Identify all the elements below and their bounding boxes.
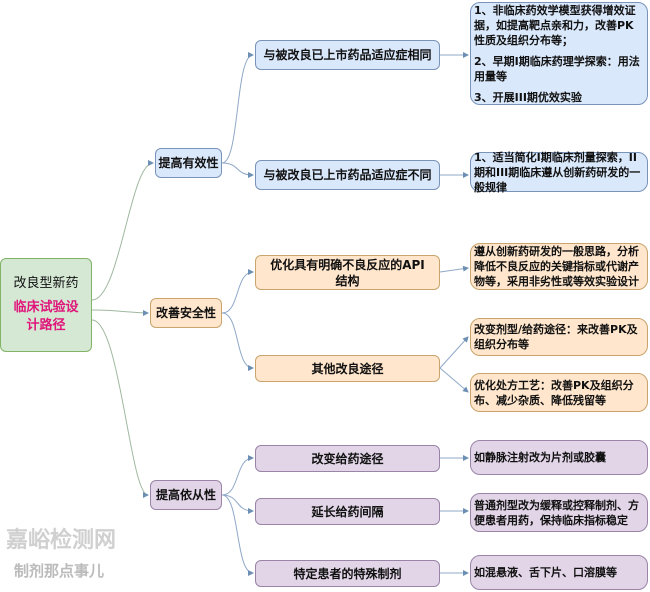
detail-text: 优化处方工艺：改善PK及组织分布、减少杂质、降低残留等: [474, 378, 634, 407]
detail-optimize-api: 遵从创新药研发的一般思路，分析降低不良反应的关键指标或代谢产物等，采用非劣性或等…: [470, 243, 648, 290]
watermark-account: 制剂那点事儿: [14, 562, 105, 580]
branch-safety: 改善安全性: [150, 298, 222, 328]
root-title: 改良型新药: [13, 276, 79, 291]
detail-text: 如静脉注射改为片剂或胶囊: [474, 451, 606, 464]
detail-text: 普通剂型改为缓释或控释制剂、方便患者用药，保持临床指标稳定: [474, 498, 639, 527]
node-different-indication: 与被改良已上市药品适应症不同: [255, 160, 440, 190]
branch-compliance: 提高依从性: [150, 480, 222, 510]
watermark-site: 嘉峪检测网: [6, 528, 117, 553]
detail-same-indication: 1、非临床药效学模型获得增效证据，如提高靶点亲和力，改善PK性质及组织分布等； …: [470, 2, 648, 105]
detail-text: 改变剂型/给药途径：来改善PK及组织分布等: [474, 323, 638, 351]
root-subtitle: 临床试验设计路径: [13, 300, 79, 333]
detail-change-route: 如静脉注射改为片剂或胶囊: [470, 440, 648, 475]
detail-text: 1、适当简化I期临床剂量探索，II期和III期临床遵从创新药研发的一般规律: [474, 150, 641, 194]
node-change-route: 改变给药途径: [255, 445, 440, 472]
node-optimize-api: 优化具有明确不良反应的API结构: [255, 255, 440, 290]
detail-different-indication: 1、适当简化I期临床剂量探索，II期和III期临床遵从创新药研发的一般规律: [470, 150, 648, 194]
detail-optimize-process: 优化处方工艺：改善PK及组织分布、减少杂质、降低残留等: [470, 373, 648, 412]
detail-text: 遵从创新药研发的一般思路，分析降低不良反应的关键指标或代谢产物等，采用非劣性或等…: [474, 245, 639, 288]
detail-extend-interval: 普通剂型改为缓释或控释制剂、方便患者用药，保持临床指标稳定: [470, 493, 648, 532]
detail-text: 1、非临床药效学模型获得增效证据，如提高靶点亲和力，改善PK性质及组织分布等；: [474, 3, 636, 47]
detail-text: 如混悬液、舌下片、口溶膜等: [474, 566, 617, 579]
detail-text: 2、早期I期临床药理学探索：用法用量等: [474, 54, 640, 83]
node-extend-interval: 延长给药间隔: [255, 498, 440, 525]
node-same-indication: 与被改良已上市药品适应症相同: [255, 40, 440, 70]
branch-efficacy: 提高有效性: [155, 148, 222, 178]
node-special-formulation: 特定患者的特殊制剂: [255, 560, 440, 587]
node-other-routes: 其他改良途径: [255, 355, 440, 382]
detail-text: 3、开展III期优效实验: [474, 90, 582, 104]
root-node: 改良型新药 临床试验设计路径: [0, 258, 92, 352]
detail-change-dosage-form: 改变剂型/给药途径：来改善PK及组织分布等: [470, 318, 648, 356]
detail-special-formulation: 如混悬液、舌下片、口溶膜等: [470, 555, 648, 590]
